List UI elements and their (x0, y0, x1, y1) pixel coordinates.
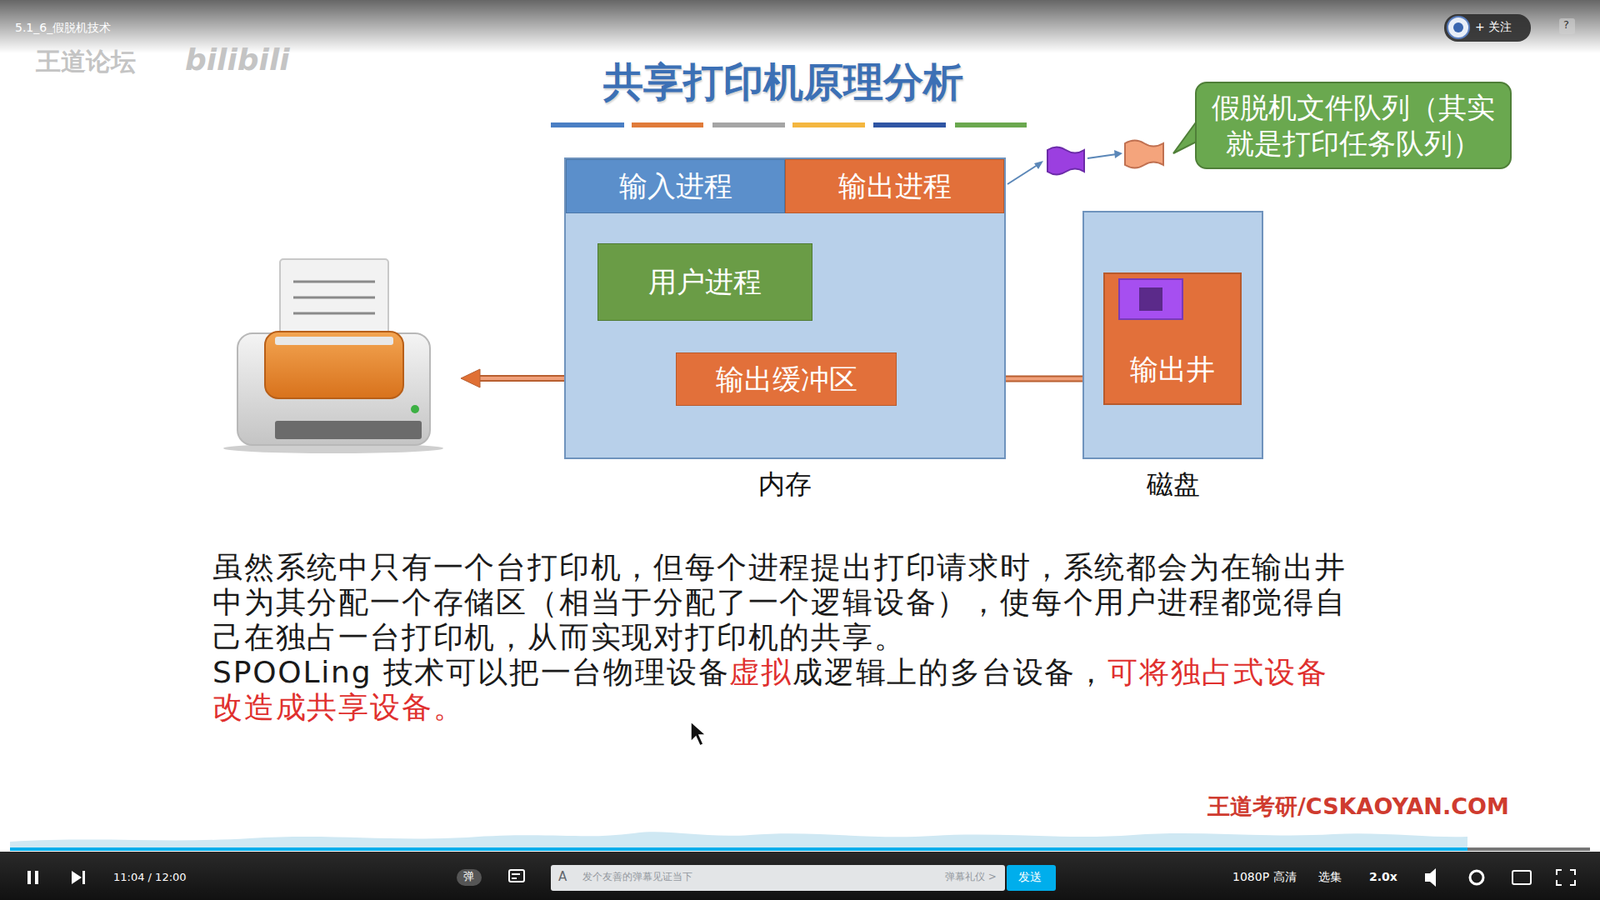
audio-waveform (10, 831, 1468, 850)
player-icons-part (511, 877, 517, 880)
follow-button-part (1453, 22, 1464, 33)
purple-block (1118, 278, 1184, 320)
player-icons-part (35, 870, 39, 885)
speed-menu: 2.0x (1369, 870, 1398, 885)
title-underline-part (792, 122, 865, 128)
progress-track (10, 847, 1590, 851)
quality-menu: 1080P 高清 (1232, 870, 1297, 885)
watermark: 王道考研/CSKAOYAN.COM (1207, 793, 1510, 820)
buffer-box: 输出缓冲区 (675, 352, 897, 406)
node-label: 输出进程 (838, 168, 952, 205)
spool-queue-flags-part (1125, 140, 1164, 169)
help-icon (1559, 18, 1575, 35)
player-icons-part (509, 870, 525, 882)
video-title: 5.1_6_假脱机技术 (15, 20, 111, 35)
player-icons (27, 865, 1575, 891)
printer-illustration-part (275, 336, 394, 345)
follow-button (1444, 14, 1531, 42)
spool-queue-flags-part (1087, 154, 1117, 159)
player-icons-part (1425, 868, 1436, 887)
follow-button-part (1444, 14, 1531, 42)
printer-illustration-part (275, 420, 422, 440)
player-icons-part (82, 870, 85, 885)
player-icons-part (1470, 870, 1484, 885)
slide-title: 共享打印机原理分析 (533, 58, 1034, 107)
printer-illustration-part (410, 405, 420, 414)
send-button: 发送 (1018, 870, 1042, 885)
title-underline-part (712, 122, 785, 128)
node-label: 假脱机文件队列（其实就是打印任务队列） (1209, 90, 1498, 161)
printer-illustration-part (265, 331, 404, 399)
body-text: 虽然系统中只有一个台打印机，但每个进程提出打印请求时，系统都会为在输出井中为其分… (212, 550, 1347, 655)
disk-region: 磁盘输出井 (1082, 210, 1264, 460)
region-label: 磁盘 (1084, 467, 1262, 501)
body-text: 成逻辑上的多台设备， (792, 655, 1108, 690)
player-icons-part (1512, 870, 1531, 885)
spool-well-box: 输出井 (1103, 272, 1242, 405)
spool-queue-flags-part (1114, 150, 1123, 159)
node-label: 用户进程 (648, 264, 762, 300)
body-paragraph: SPOOLing 技术可以把一台物理设备虚拟成逻辑上的多台设备，可将独占式设备改… (212, 655, 1359, 725)
danmaku-placeholder: 发个友善的弹幕见证当下 (582, 870, 693, 883)
follow-label: + 关注 (1475, 20, 1512, 35)
printer-illustration-part (293, 280, 375, 284)
title-underline-part (873, 122, 946, 128)
control-bar (0, 851, 1600, 900)
mouse-cursor-part (690, 721, 706, 746)
player-icons-part (1006, 865, 1056, 891)
printer-illustration (223, 259, 444, 454)
highlight-text: 虚拟 (729, 655, 793, 690)
player-icons-part (71, 870, 82, 885)
danmaku-toggle: 弹 (463, 870, 475, 884)
region-label: 内存 (565, 467, 1005, 501)
printer-illustration-part (293, 296, 375, 300)
player-icons-part (1556, 870, 1575, 885)
player-icons-part (456, 869, 482, 886)
memory-region: 内存输入进程输出进程用户进程输出缓冲区 (564, 157, 1006, 460)
node-label: 输出井 (1130, 351, 1215, 388)
title-underline-part (550, 122, 625, 128)
help-label: ? (1563, 18, 1570, 32)
follow-button-part (1447, 16, 1470, 39)
purple-block-core (1139, 287, 1163, 311)
callout-box: 假脱机文件队列（其实就是打印任务队列） (1195, 81, 1512, 170)
episode-menu: 选集 (1318, 870, 1342, 885)
body-paragraph: 虽然系统中只有一个台打印机，但每个进程提出打印请求时，系统都会为在输出井中为其分… (212, 550, 1359, 655)
watermark: 王道论坛 (35, 46, 136, 77)
process-box: 输出进程 (785, 159, 1005, 214)
spool-queue-flags-part (1007, 163, 1040, 185)
print-arrow-part (460, 369, 480, 388)
etiquette-link: 弹幕礼仪 > (945, 870, 997, 883)
node-label: 输入进程 (619, 168, 733, 205)
player-icons-part (27, 870, 31, 885)
spool-queue-flags-part (1047, 147, 1085, 175)
printer-illustration-part (293, 312, 375, 315)
logo-watermark: bilibili (185, 41, 290, 78)
spool-queue-flags-part (1034, 160, 1044, 170)
title-underline-part (955, 122, 1027, 128)
player-icons-part (511, 873, 520, 875)
title-underline (550, 122, 1027, 128)
input-icon: A (558, 869, 567, 885)
body-text: SPOOLing 技术可以把一台物理设备 (212, 655, 730, 690)
node-label: 输出缓冲区 (715, 361, 858, 398)
process-box: 用户进程 (597, 243, 813, 321)
spool-queue-flags (1007, 140, 1164, 185)
player-icons-part (550, 865, 1005, 891)
progress-played (10, 847, 1468, 851)
process-box: 输入进程 (565, 159, 785, 214)
audio-waveform-part (10, 831, 1468, 850)
title-underline-part (631, 122, 704, 128)
mouse-cursor (690, 721, 706, 746)
time-display: 11:04 / 12:00 (113, 870, 187, 885)
